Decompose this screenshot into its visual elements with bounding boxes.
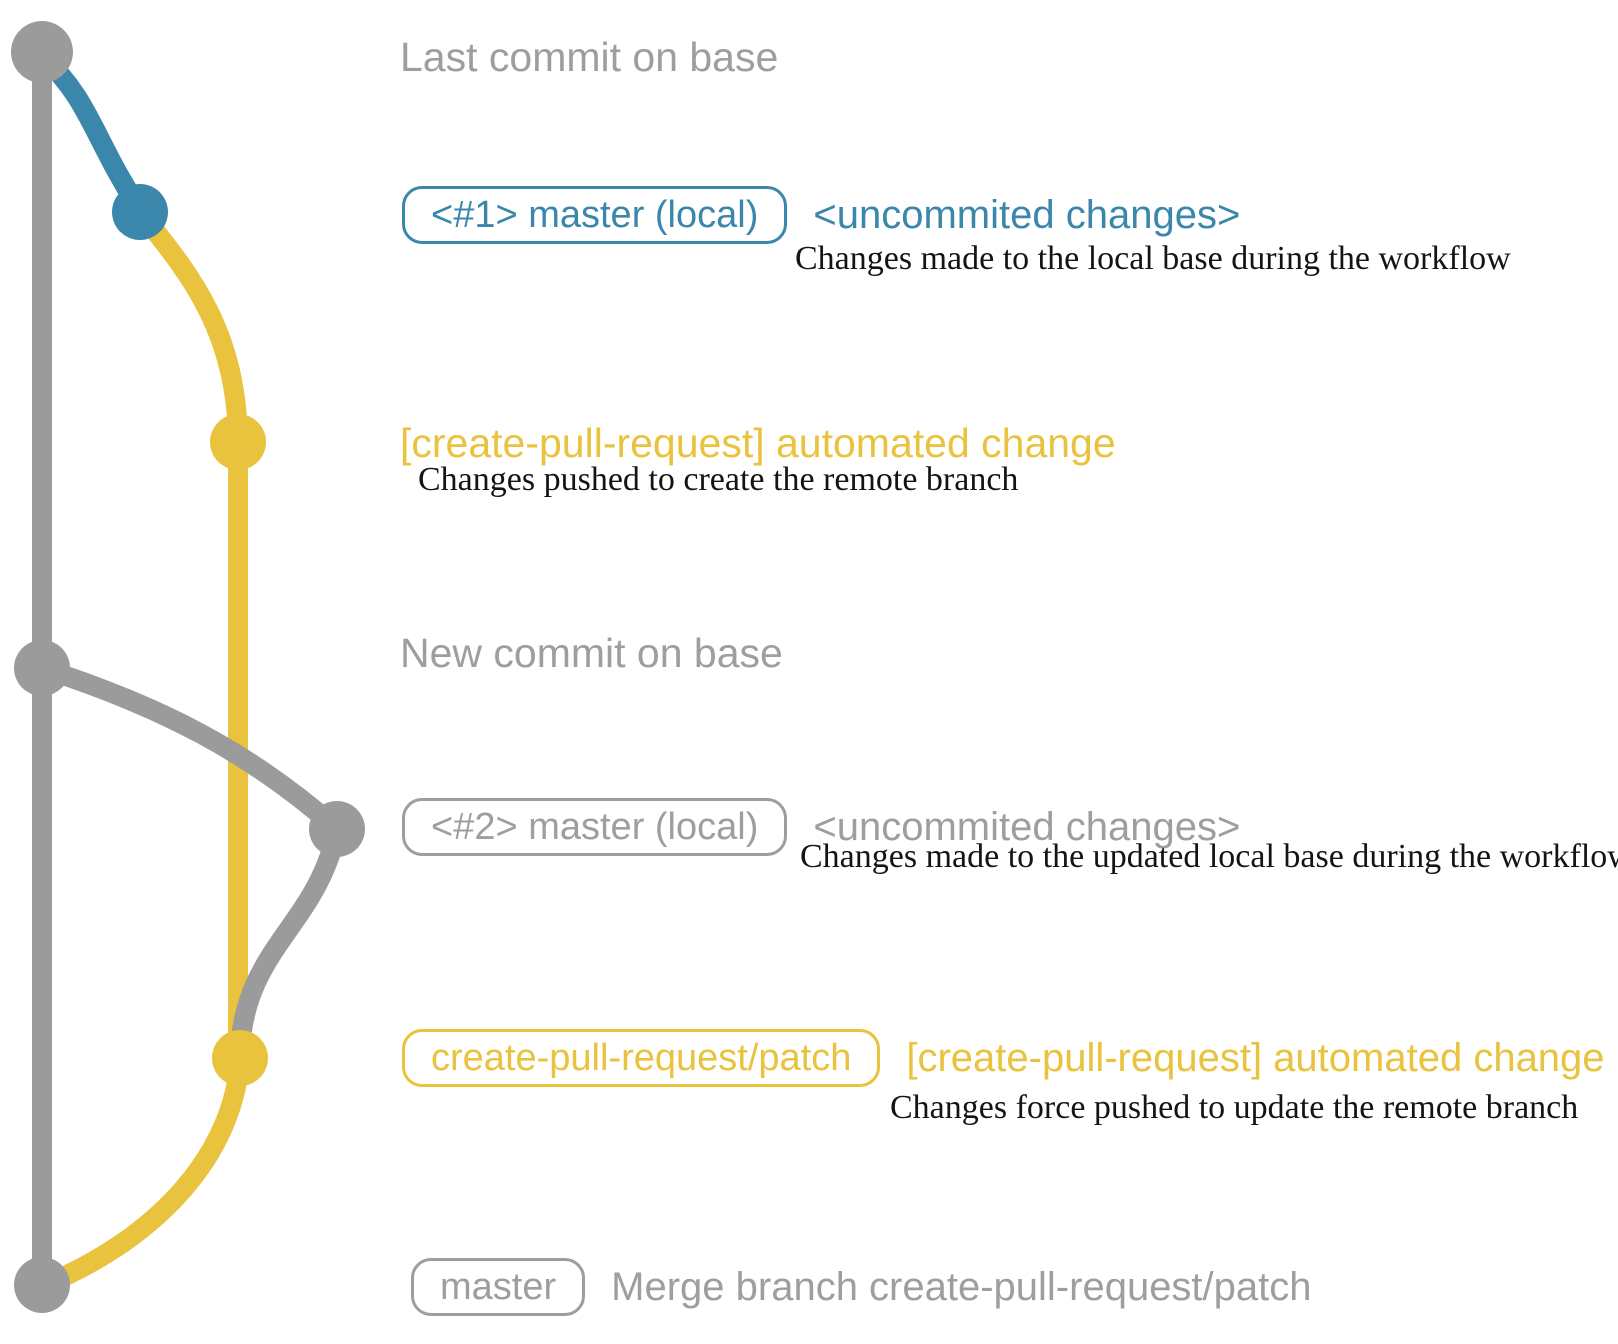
commit-node-remote-1 — [210, 414, 266, 470]
commit-node-remote-2 — [212, 1030, 268, 1086]
branch-tag-master-local-2: <#2> master (local) — [402, 798, 788, 856]
commit-node-new-base — [14, 640, 70, 696]
branch-yellow-diverge-curve — [132, 205, 248, 446]
branch-tag-master: master — [411, 1258, 586, 1316]
commit-row-merge: master Merge branch create-pull-request/… — [411, 1258, 1312, 1316]
commit-message-remote-2: [create-pull-request] automated change — [906, 1035, 1605, 1080]
branch-yellow-merge-curve — [41, 1054, 250, 1295]
commit-note-local-1: Changes made to the local base during th… — [795, 240, 1511, 277]
commit-row-remote-2: create-pull-request/patch [create-pull-r… — [402, 1029, 1605, 1087]
branch-blue-curve — [37, 50, 149, 216]
commit-node-local-2 — [309, 801, 365, 857]
commit-message-remote-1: [create-pull-request] automated change — [400, 420, 1116, 466]
commit-node-last-base — [11, 21, 73, 83]
commit-message-new-base: New commit on base — [400, 630, 783, 676]
commit-node-merge — [14, 1257, 70, 1313]
commit-note-remote-1: Changes pushed to create the remote bran… — [418, 461, 1019, 498]
commit-message-merge: Merge branch create-pull-request/patch — [611, 1264, 1312, 1309]
commit-message-last-base: Last commit on base — [400, 34, 779, 80]
commit-node-local-1 — [112, 184, 168, 240]
commit-message-local-2: <uncommited changes> — [813, 804, 1241, 849]
commit-note-local-2: Changes made to the updated local base d… — [800, 838, 1618, 875]
branch-gray-rebase-curve — [38, 658, 348, 1053]
commit-row-local-1: <#1> master (local) <uncommited changes> — [402, 186, 1240, 244]
commit-note-remote-2: Changes force pushed to update the remot… — [890, 1089, 1579, 1126]
commit-message-local-1: <uncommited changes> — [813, 192, 1241, 237]
branch-tag-master-local-1: <#1> master (local) — [402, 186, 788, 244]
branch-tag-create-pull-request-patch: create-pull-request/patch — [402, 1029, 881, 1087]
commit-row-local-2: <#2> master (local) <uncommited changes> — [402, 798, 1240, 856]
